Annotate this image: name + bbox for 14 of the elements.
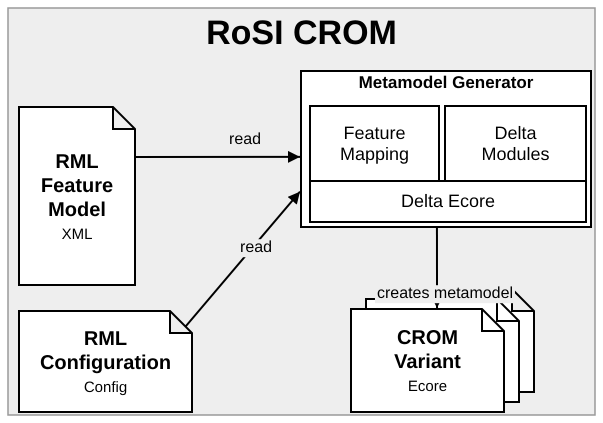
component-box: Delta Modules — [444, 105, 587, 182]
file-type-label: Ecore — [408, 378, 448, 395]
arrow — [136, 150, 300, 163]
generator-container — [300, 70, 592, 228]
document-title: RML Configuration — [38, 327, 172, 375]
component-box: Delta Ecore — [309, 180, 587, 223]
document-title: CROM Variant — [393, 326, 462, 374]
component-box: Feature Mapping — [309, 105, 440, 182]
file-type-label: XML — [62, 226, 92, 242]
edge-label: creates metamodel — [374, 285, 516, 303]
container-heading: Metamodel Generator — [358, 73, 534, 93]
document-title: RML Feature Model — [40, 150, 114, 222]
file-type-label: Config — [84, 379, 128, 396]
title: RoSI CROM — [205, 14, 398, 53]
